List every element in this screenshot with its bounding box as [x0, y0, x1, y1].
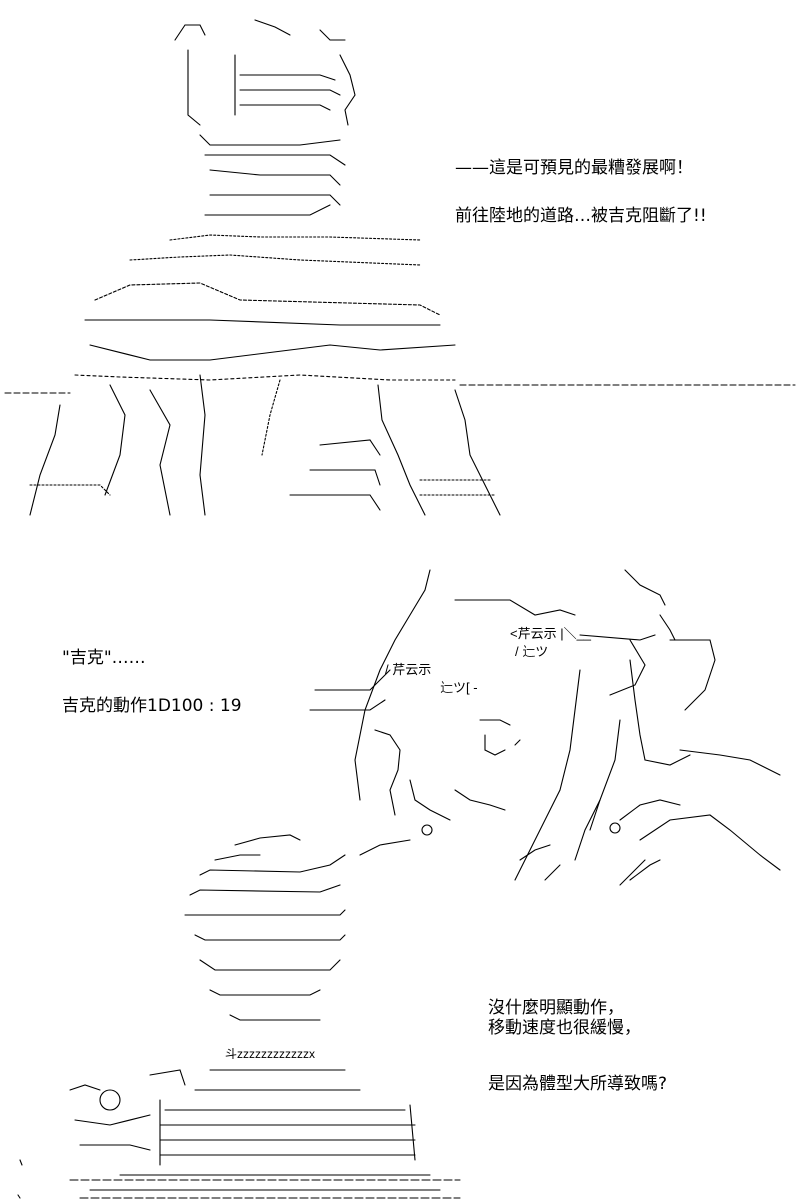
dialogue-line-2: 移動速度也很緩慢， — [488, 1018, 641, 1039]
art-label-4: 辷ツ[ - — [440, 680, 478, 695]
art-label-3: / 芹云示 — [385, 662, 431, 677]
art-label-1: <芹云示 |＼__ — [510, 626, 592, 641]
armored-figure-drawing — [4, 19, 796, 516]
dialogue-body-size-question: 是因為體型大所導致嗎? — [488, 1074, 668, 1094]
panel-1: ——這是可預見的最糟發展啊！ 前往陸地的道路…被吉克阻斷了!! — [0, 0, 800, 540]
ascii-art-observer-face: <芹云示 |＼__ / 辷ツ / 芹云示 辷ツ[ - — [300, 560, 795, 900]
dialogue-line-1: 沒什麼明顯動作， — [488, 998, 624, 1018]
dialogue-path-blocked: 前往陸地的道路…被吉克阻斷了!! — [455, 206, 707, 226]
panel-2: <芹云示 |＼__ / 辷ツ / 芹云示 辷ツ[ - — [0, 560, 800, 1200]
observer-face-drawing: <芹云示 |＼__ / 辷ツ / 芹云示 辷ツ[ - — [309, 569, 781, 886]
zeke-figure-drawing: 斗zzzzzzzzzzzzx — [17, 834, 461, 1199]
art-label-5: 斗zzzzzzzzzzzzx — [225, 1047, 315, 1061]
dialogue-zeke-action-roll: 吉克的動作1D100 : 19 — [62, 696, 242, 716]
dialogue-zeke-name: "吉克"…… — [62, 648, 146, 668]
ascii-art-armored-figure — [0, 15, 800, 525]
ascii-art-zeke-figure: 斗zzzzzzzzzzzzx — [0, 820, 480, 1200]
dialogue-slow-movement: 沒什麼明顯動作， 移動速度也很緩慢， — [488, 998, 641, 1039]
art-label-2: / 辷ツ — [515, 644, 548, 659]
dialogue-collapse-worst-case: ——這是可預見的最糟發展啊！ — [455, 158, 693, 178]
